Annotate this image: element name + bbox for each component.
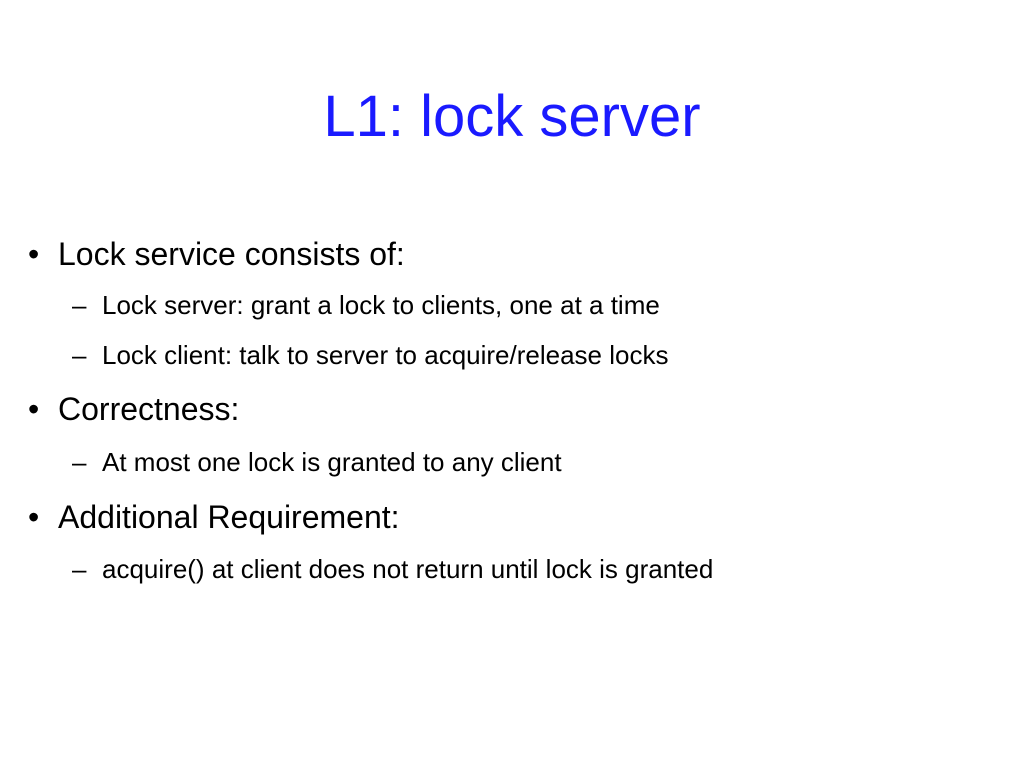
slide-title: L1: lock server <box>323 84 701 149</box>
bullet-marker: • <box>28 236 40 272</box>
sub-bullet-marker: – <box>72 447 87 477</box>
sub-bullet-marker: – <box>72 340 87 370</box>
bullet-text: Additional Requirement: <box>58 499 400 535</box>
bullet-marker: • <box>28 499 40 535</box>
bullet-marker: • <box>28 391 40 427</box>
bullet-text: Lock service consists of: <box>58 236 405 272</box>
sub-bullet-marker: – <box>72 290 87 320</box>
sub-bullet-text: Lock client: talk to server to acquire/r… <box>102 340 669 370</box>
sub-bullet-text: At most one lock is granted to any clien… <box>102 447 562 477</box>
sub-bullet-text: Lock server: grant a lock to clients, on… <box>102 290 660 320</box>
bullet-text: Correctness: <box>58 391 240 427</box>
sub-bullet-text: acquire() at client does not return unti… <box>102 554 714 584</box>
sub-bullet-marker: – <box>72 554 87 584</box>
